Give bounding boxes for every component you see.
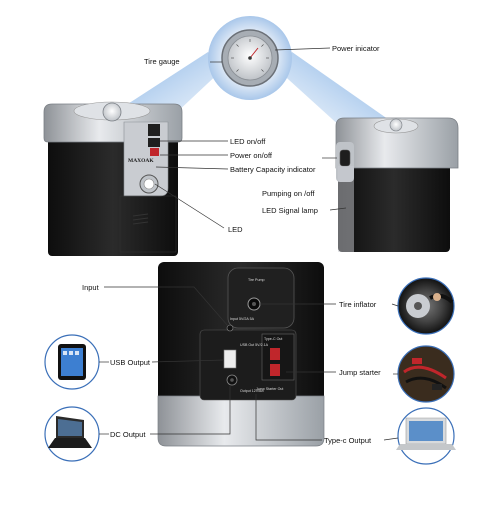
tire-inflator-photo [397, 277, 455, 335]
callout-led: LED [228, 225, 243, 234]
light-beam-right [278, 52, 392, 128]
callout-power-indicator: Power inicator [332, 44, 380, 53]
brand-logo: MAXOAK [128, 158, 154, 164]
panel-label-typec: Type-C Out [264, 337, 282, 341]
callout-led-onoff: LED on/off [230, 137, 266, 146]
macbook-icon [396, 407, 456, 465]
panel-label-jump: Jump Starter Out [256, 387, 283, 391]
callout-tire-inflator: Tire inflator [339, 300, 377, 309]
callout-dc-output: DC Output [110, 430, 146, 439]
tire-gauge-icon [208, 16, 292, 100]
device-side-view [335, 117, 459, 252]
device-back-panel: Tire Pump Input 5V/2A 5A Type-C Out Jump… [157, 262, 325, 447]
jump-starter-photo [397, 345, 455, 403]
callout-power-onoff: Power on/off [230, 151, 272, 160]
callout-typec-output: Type-c Output [324, 436, 372, 445]
panel-label-dc: Output 12V/8A [240, 389, 264, 393]
panel-label-tire-pump: Tire Pump [248, 278, 264, 282]
callout-usb-output: USB Output [110, 358, 151, 367]
callout-tire-gauge: Tire gauge [144, 57, 180, 66]
callout-jump-starter: Jump starter [339, 368, 381, 377]
callout-input: Input [82, 283, 99, 292]
panel-label-input: Input 5V/2A 5A [230, 317, 255, 321]
device-front-view: MAXOAK [43, 101, 183, 256]
laptop-icon [44, 406, 100, 462]
tablet-icon [44, 334, 100, 390]
callout-battery-capacity: Battery Capacity indicator [230, 165, 316, 174]
callout-led-signal-lamp: LED Signal lamp [262, 206, 318, 215]
top-callout-lines [154, 47, 347, 229]
panel-label-usb: USB Out 5V/2.1A [240, 343, 269, 347]
callout-pumping-onoff: Pumping on /off [262, 189, 315, 198]
bottom-callout-lines [99, 286, 399, 441]
